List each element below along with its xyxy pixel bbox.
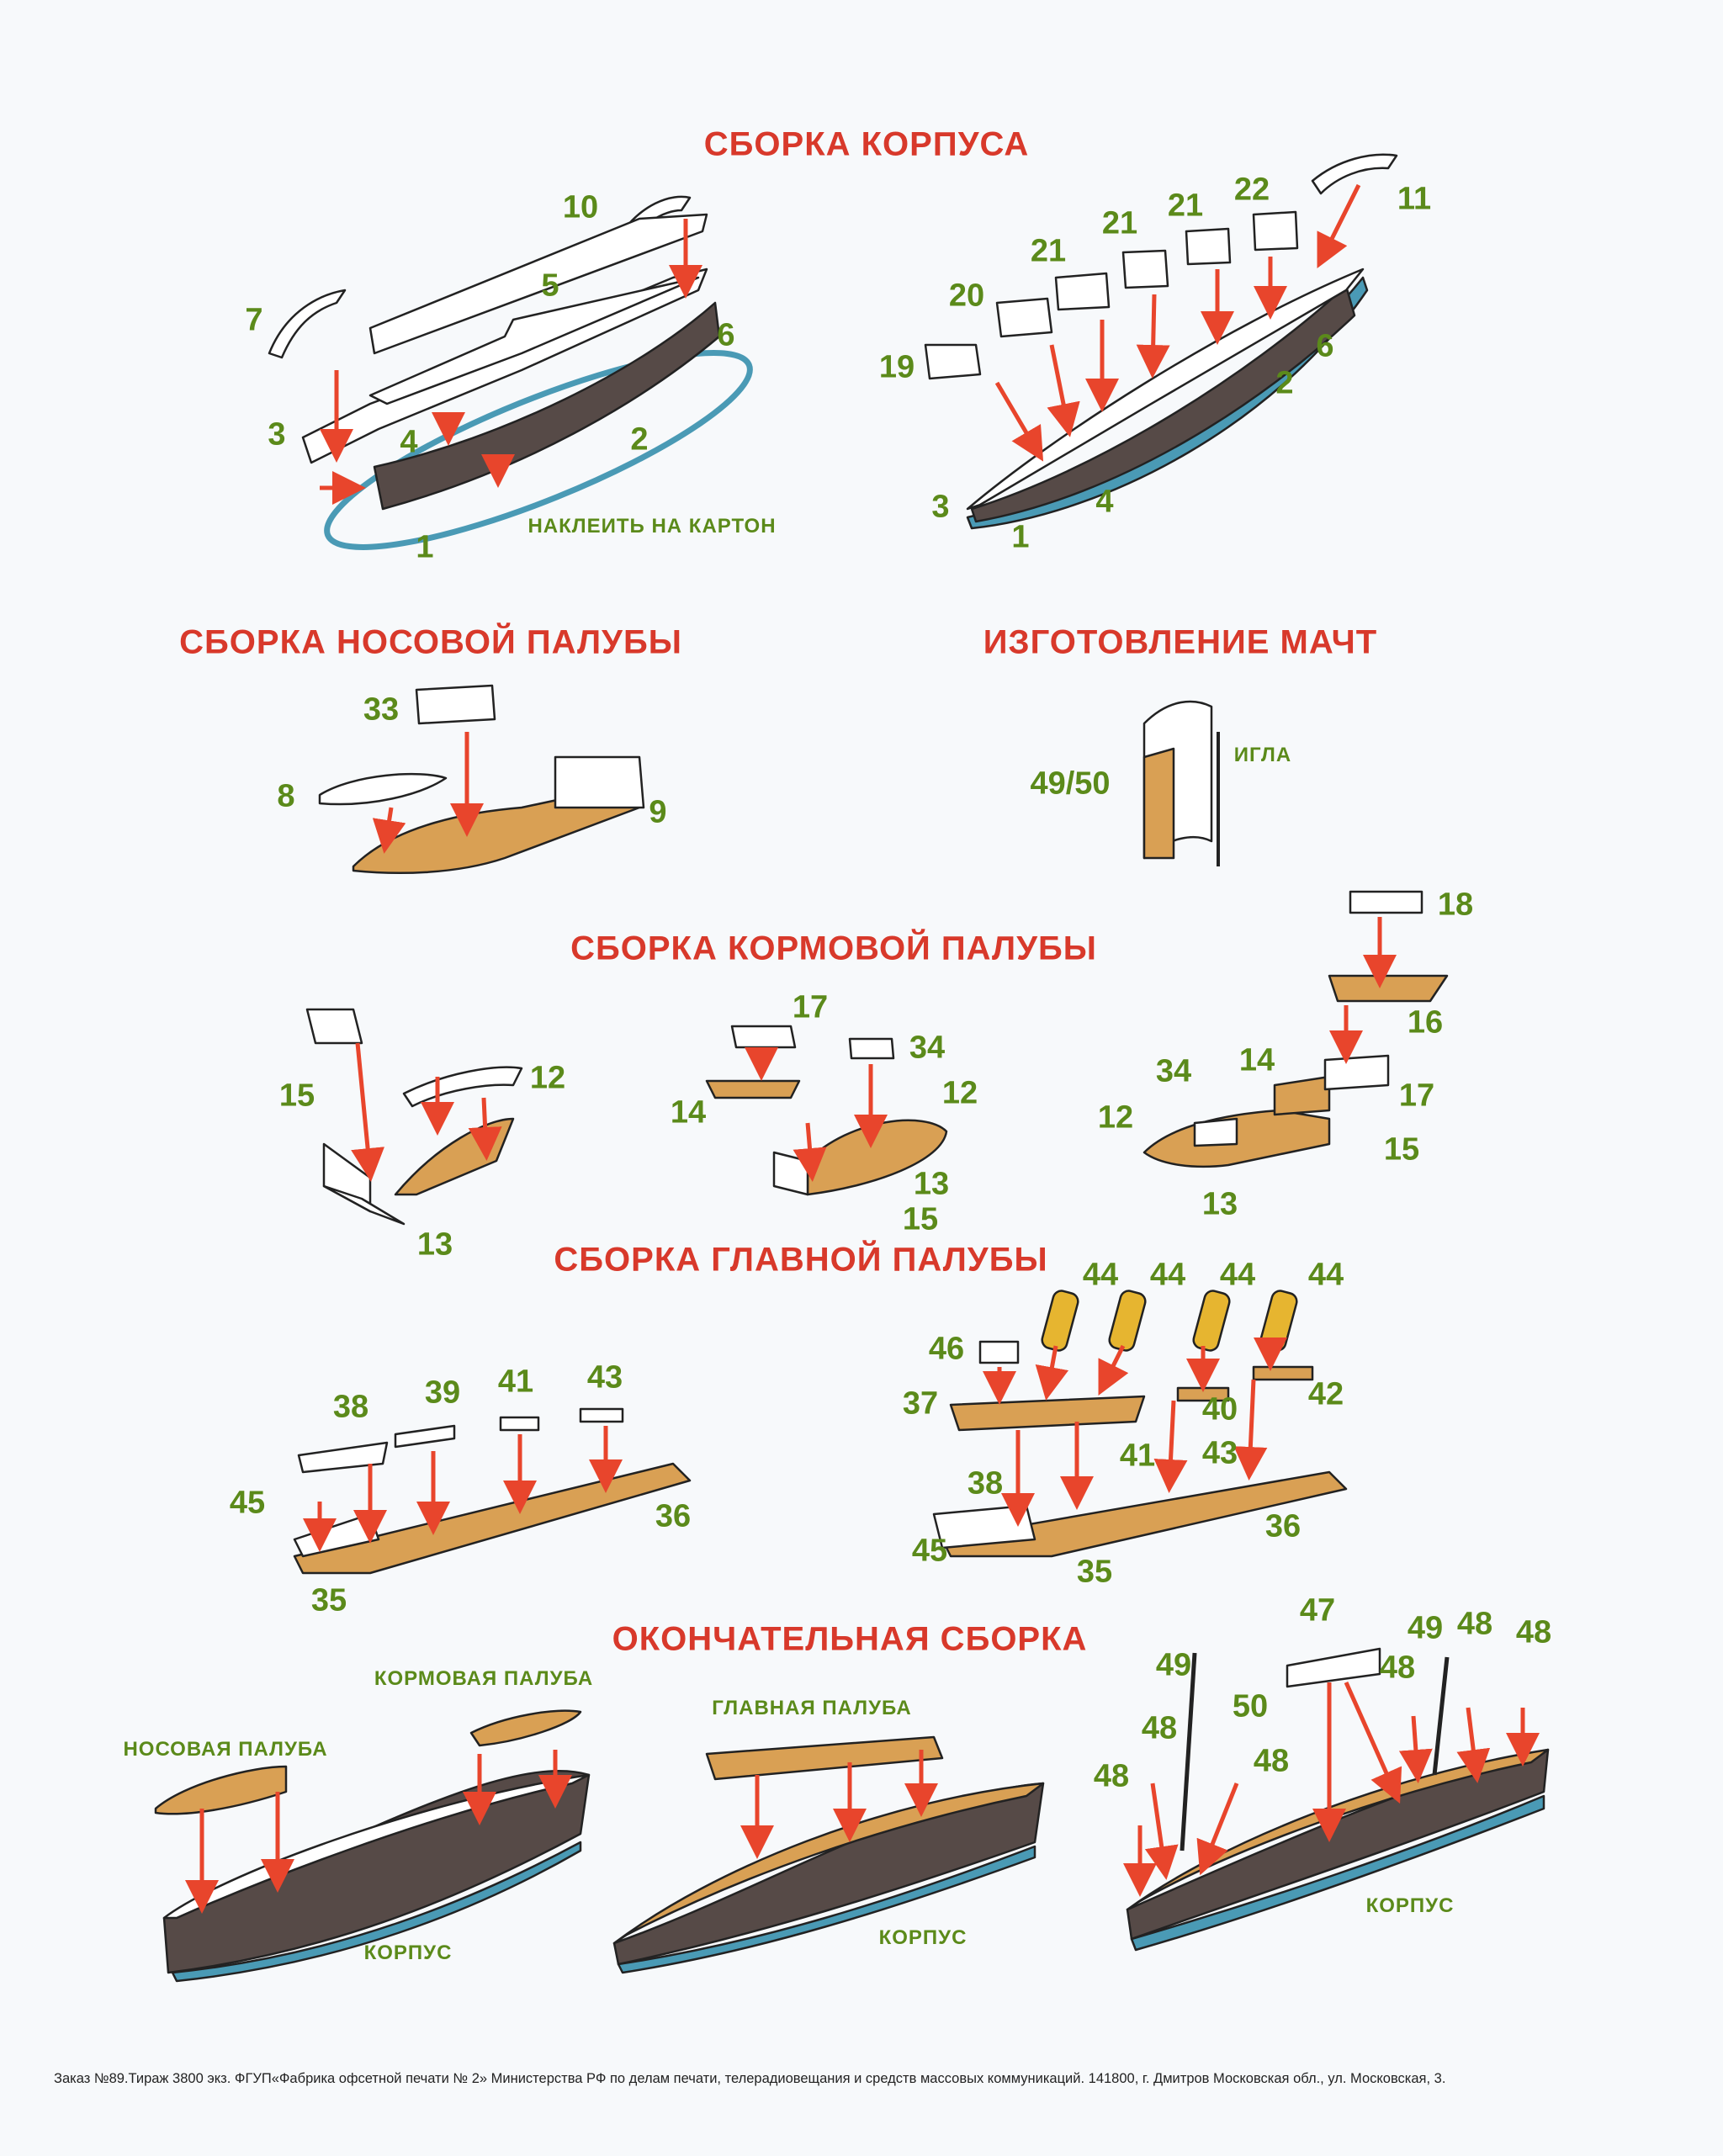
part-label: 14 xyxy=(670,1094,707,1131)
part-label: 22 xyxy=(1233,172,1270,208)
part-label: 47 xyxy=(1299,1592,1336,1629)
stern-deck-label: КОРМОВАЯ ПАЛУБА xyxy=(374,1667,594,1690)
title-main-deck: СБОРКА ГЛАВНОЙ ПАЛУБЫ xyxy=(554,1241,1048,1279)
part-label: 41 xyxy=(497,1364,534,1400)
title-bow-deck: СБОРКА НОСОВОЙ ПАЛУБЫ xyxy=(179,623,682,661)
part-label: 49 xyxy=(1407,1610,1444,1646)
hull-right-diagram xyxy=(924,153,1398,530)
print-imprint-footer: Заказ №89.Тираж 3800 экз. ФГУП«Фабрика о… xyxy=(54,2071,1446,2086)
hull-label: КОРПУС xyxy=(1365,1894,1455,1917)
part-label: 37 xyxy=(902,1385,939,1422)
part-label: 35 xyxy=(1076,1554,1113,1590)
part-label: 14 xyxy=(1238,1042,1275,1078)
stern-deck-step3 xyxy=(1142,890,1449,1168)
part-label: 6 xyxy=(1316,328,1334,364)
part-label: 44 xyxy=(1082,1257,1119,1293)
title-hull-assembly: СБОРКА КОРПУСА xyxy=(703,125,1030,163)
part-label: 12 xyxy=(1097,1099,1134,1136)
needle-label: ИГЛА xyxy=(1233,744,1292,766)
part-label: 15 xyxy=(1383,1131,1420,1168)
part-label: 15 xyxy=(902,1201,939,1237)
part-label: 4 xyxy=(1095,484,1114,520)
part-label: 33 xyxy=(363,691,400,728)
part-label: 21 xyxy=(1167,188,1204,224)
part-label: 34 xyxy=(1155,1053,1192,1089)
part-label: 45 xyxy=(911,1533,948,1569)
part-label: 43 xyxy=(1201,1435,1238,1471)
bow-deck-diagram xyxy=(318,684,645,875)
part-label: 36 xyxy=(1264,1508,1302,1544)
final-step3 xyxy=(1126,1647,1550,1952)
part-label: 18 xyxy=(1437,887,1474,923)
part-label: 46 xyxy=(928,1331,965,1367)
part-label: 44 xyxy=(1149,1257,1186,1293)
part-label: 13 xyxy=(416,1226,453,1263)
part-label: 5 xyxy=(541,268,559,304)
part-label: 20 xyxy=(948,278,985,314)
part-label: 48 xyxy=(1253,1743,1290,1779)
part-label: 50 xyxy=(1232,1688,1269,1724)
part-label: 34 xyxy=(909,1030,946,1066)
mast-diagram xyxy=(1142,700,1220,866)
part-label: 48 xyxy=(1456,1606,1493,1642)
main-deck-left xyxy=(293,1407,692,1575)
part-label: 48 xyxy=(1515,1614,1552,1650)
part-label: 49 xyxy=(1155,1647,1192,1683)
part-label: 2 xyxy=(1275,365,1294,401)
part-label: 7 xyxy=(245,302,263,338)
part-label: 9 xyxy=(649,794,667,830)
part-label: 36 xyxy=(655,1498,692,1534)
part-label: 8 xyxy=(277,778,295,814)
hull-label: КОРПУС xyxy=(878,1926,968,1949)
part-label: 21 xyxy=(1101,205,1138,241)
part-label: 49/50 xyxy=(1030,765,1111,802)
glue-note: НАКЛЕИТЬ НА КАРТОН xyxy=(528,515,777,538)
part-label: 1 xyxy=(416,529,434,565)
bow-deck-label: НОСОВАЯ ПАЛУБА xyxy=(123,1738,328,1761)
main-deck-label: ГЛАВНАЯ ПАЛУБА xyxy=(712,1697,912,1719)
part-label: 17 xyxy=(1398,1078,1435,1114)
part-label: 1 xyxy=(1011,519,1030,555)
part-label: 42 xyxy=(1307,1376,1344,1412)
part-label: 12 xyxy=(941,1075,978,1111)
part-label: 10 xyxy=(562,189,599,225)
part-label: 38 xyxy=(967,1465,1004,1502)
part-label: 3 xyxy=(268,416,286,453)
part-label: 15 xyxy=(278,1078,315,1114)
part-label: 6 xyxy=(717,317,735,353)
part-label: 2 xyxy=(630,421,649,458)
part-label: 4 xyxy=(400,424,418,460)
part-label: 48 xyxy=(1093,1758,1130,1794)
part-label: 48 xyxy=(1141,1710,1178,1746)
final-step2 xyxy=(612,1735,1045,1974)
part-label: 38 xyxy=(332,1389,369,1425)
part-label: 35 xyxy=(310,1582,347,1618)
part-label: 44 xyxy=(1307,1257,1344,1293)
hull-label: КОРПУС xyxy=(363,1941,453,1964)
part-label: 21 xyxy=(1030,233,1067,269)
part-label: 19 xyxy=(878,349,915,385)
main-deck-right xyxy=(932,1290,1348,1558)
part-label: 16 xyxy=(1407,1004,1444,1041)
title-stern-deck: СБОРКА КОРМОВОЙ ПАЛУБЫ xyxy=(570,930,1097,967)
part-label: 11 xyxy=(1397,181,1432,217)
part-label: 39 xyxy=(424,1375,461,1411)
title-masts: ИЗГОТОВЛЕНИЕ МАЧТ xyxy=(983,623,1378,661)
part-label: 13 xyxy=(1201,1186,1238,1222)
part-label: 45 xyxy=(229,1485,266,1521)
part-label: 40 xyxy=(1201,1391,1238,1428)
part-label: 44 xyxy=(1219,1257,1256,1293)
part-label: 17 xyxy=(792,989,829,1025)
part-label: 41 xyxy=(1119,1438,1156,1474)
assembly-arrows xyxy=(185,183,1540,1914)
title-final-assembly: ОКОНЧАТЕЛЬНАЯ СБОРКА xyxy=(612,1620,1088,1658)
part-label: 43 xyxy=(586,1359,623,1396)
part-label: 13 xyxy=(913,1166,950,1202)
part-label: 3 xyxy=(931,489,950,525)
hull-left-diagram xyxy=(268,195,753,550)
part-label: 48 xyxy=(1379,1650,1416,1686)
stern-deck-step1 xyxy=(305,1008,523,1226)
part-label: 12 xyxy=(529,1060,566,1096)
